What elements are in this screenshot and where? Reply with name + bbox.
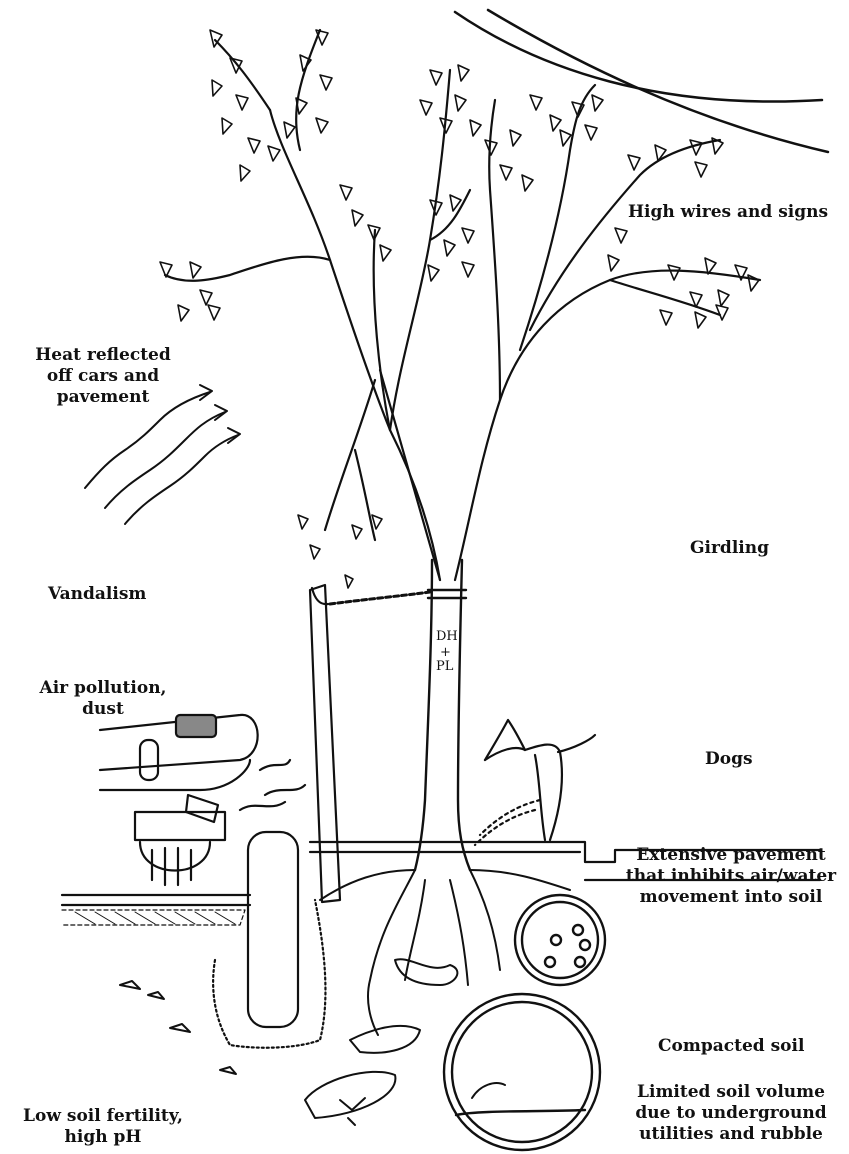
tree-branches xyxy=(165,30,760,580)
label-high-wires-and-signs: High wires and signs xyxy=(628,202,828,223)
parked-car xyxy=(100,715,305,885)
underground-pipe-small xyxy=(515,895,605,985)
underground-pipe-large xyxy=(444,994,600,1150)
dog xyxy=(475,720,595,845)
label-vandalism: Vandalism xyxy=(48,584,146,605)
label-extensive-pavement: Extensive pavement that inhibits air/wat… xyxy=(625,845,837,908)
trunk-mark-1: DH xyxy=(436,629,458,644)
tree-stake xyxy=(310,585,340,902)
trunk-mark-2: + xyxy=(440,645,451,660)
label-compacted-soil: Compacted soil xyxy=(658,1036,804,1057)
label-limited-soil-volume: Limited soil volume due to underground u… xyxy=(628,1082,834,1145)
buried-rubble xyxy=(120,981,395,1125)
label-heat-reflected: Heat reflected off cars and pavement xyxy=(28,345,178,408)
label-dogs: Dogs xyxy=(705,749,753,770)
girdling-wire xyxy=(330,592,430,604)
tree-roots xyxy=(320,870,570,1053)
label-air-pollution-dust: Air pollution, dust xyxy=(28,678,178,720)
trunk-mark-3: PL xyxy=(436,659,454,674)
tree-leaves xyxy=(160,30,759,588)
label-girdling: Girdling xyxy=(690,538,769,559)
concrete-curb xyxy=(213,832,325,1048)
tree-trunk xyxy=(415,560,470,870)
label-low-soil-fertility: Low soil fertility, high pH xyxy=(14,1106,192,1148)
